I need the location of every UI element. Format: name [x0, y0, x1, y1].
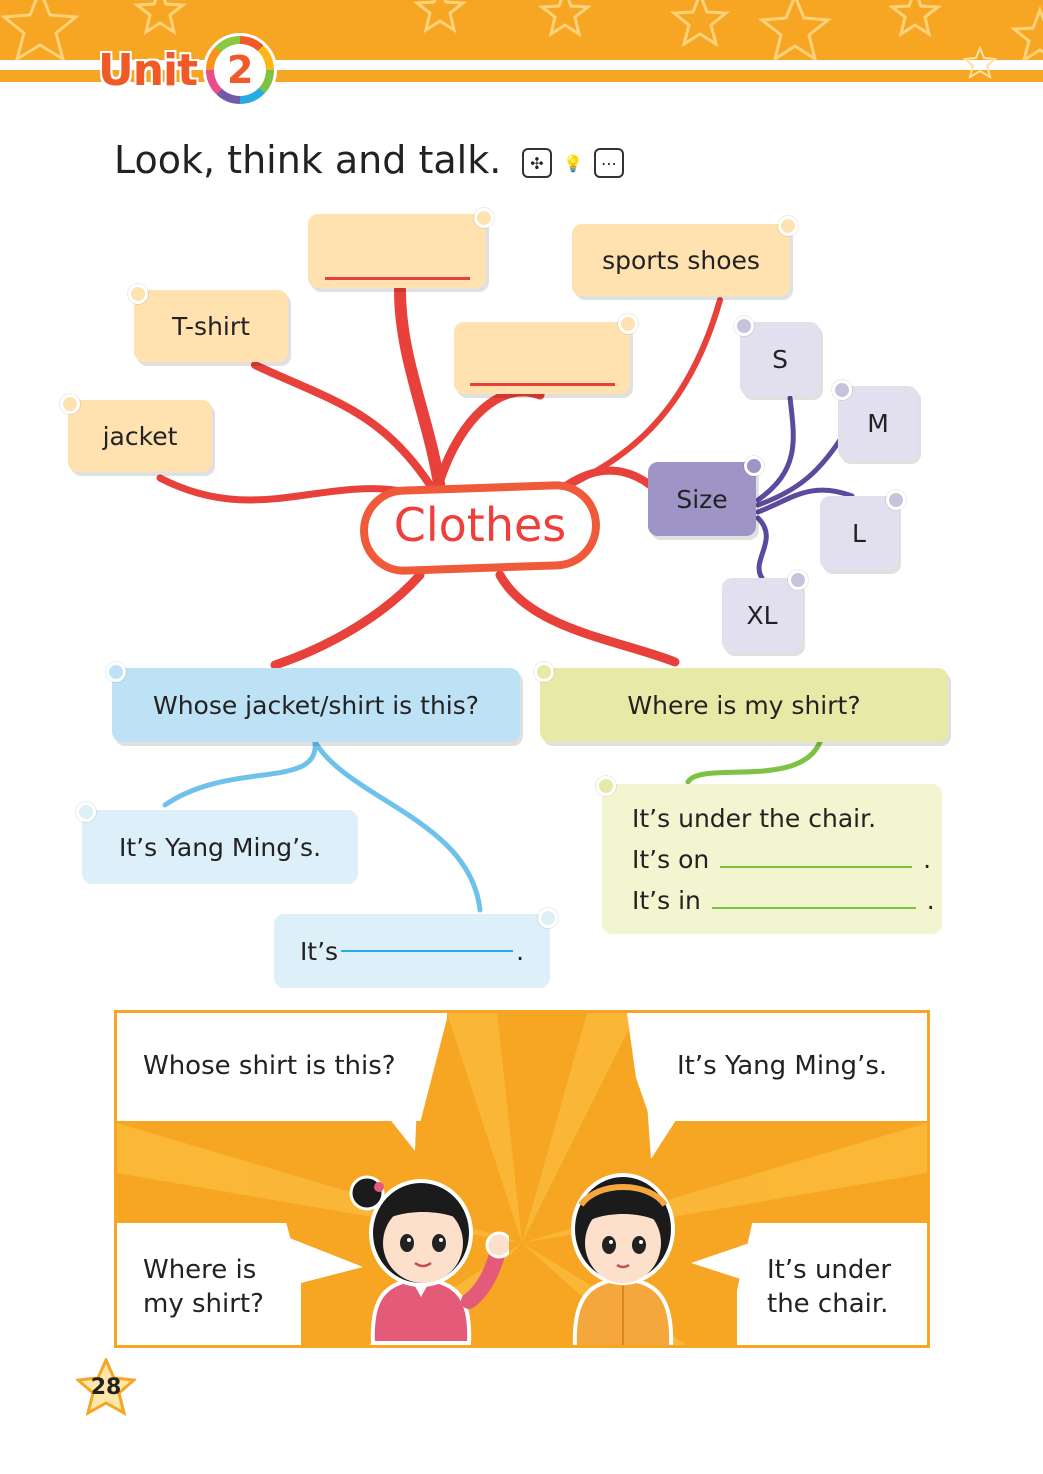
chat-icon: ⋯: [594, 148, 624, 178]
page-number: 28: [90, 1375, 122, 1400]
speech-bubble-a2: It’s under the chair.: [737, 1223, 927, 1345]
unit-label: Unit: [96, 43, 199, 97]
question-whose: Whose jacket/shirt is this?: [112, 668, 520, 742]
box-dot: [744, 456, 764, 476]
box-dot: [618, 314, 638, 334]
size-item-xl: XL: [722, 578, 802, 652]
a2-line2: the chair.: [767, 1289, 889, 1319]
box-dot: [128, 284, 148, 304]
answer-in-line[interactable]: It’s in .: [632, 886, 935, 915]
box-dot: [596, 776, 616, 796]
box-dot: [474, 208, 494, 228]
box-dot: [76, 802, 96, 822]
unit-number-circle: 2: [203, 33, 278, 107]
speech-bubble-a1: It’s Yang Ming’s.: [627, 1013, 927, 1121]
page-number-star: 28: [74, 1356, 138, 1418]
clothes-item-jacket: jacket: [68, 400, 212, 472]
size-item-l: L: [820, 496, 898, 570]
lightbulb-icon: 💡: [563, 153, 583, 173]
page-title: Look, think and talk.: [114, 138, 502, 182]
answers-location: It’s under the chair. It’s on . It’s in …: [602, 784, 942, 934]
unit-badge: Unit 2: [96, 33, 278, 107]
box-dot: [734, 316, 754, 336]
tshirt-label: T-shirt: [172, 311, 250, 341]
question-where: Where is my shirt?: [540, 668, 948, 742]
on-prefix: It’s on: [632, 844, 710, 874]
a1-text: It’s Yang Ming’s.: [677, 1051, 888, 1081]
bubble-tail: [377, 1103, 417, 1151]
box-dot: [106, 662, 126, 682]
box-dot: [778, 216, 798, 236]
size-l-label: L: [852, 518, 866, 548]
center-node-clothes: Clothes: [352, 474, 608, 584]
sentence-dot: .: [923, 844, 932, 874]
size-label: Size: [676, 484, 728, 514]
a2-text: It’s under the chair.: [767, 1253, 891, 1321]
clothes-item-tshirt: T-shirt: [134, 290, 288, 362]
question-whose-label: Whose jacket/shirt is this?: [152, 690, 480, 720]
q1-text: Whose shirt is this?: [143, 1051, 396, 1081]
answer-under-chair: It’s under the chair.: [632, 803, 877, 833]
size-item-m: M: [838, 386, 918, 460]
box-dot: [60, 394, 80, 414]
blank-line: [720, 865, 913, 868]
q2-line1: Where is: [143, 1255, 257, 1285]
answer-yang-ming-label: It’s Yang Ming’s.: [118, 832, 322, 862]
question-where-label: Where is my shirt?: [627, 690, 861, 720]
answer-yang-ming: It’s Yang Ming’s.: [82, 810, 358, 884]
answer-blank-owner[interactable]: It’s .: [274, 914, 550, 988]
jacket-label: jacket: [102, 421, 178, 451]
sentence-dot: .: [926, 885, 935, 915]
network-icon: ✣: [522, 148, 552, 178]
sports-shoes-label: sports shoes: [602, 245, 760, 275]
size-s-label: S: [772, 344, 788, 374]
in-prefix: It’s in: [632, 885, 701, 915]
its-prefix: It’s: [299, 936, 339, 966]
blank-box-top[interactable]: [308, 214, 486, 288]
size-item-s: S: [740, 322, 820, 396]
activity-icons: ✣ 💡 ⋯: [522, 148, 624, 178]
blank-line: [324, 277, 470, 280]
box-dot: [534, 662, 554, 682]
answer-on-line[interactable]: It’s on .: [632, 845, 931, 874]
q2-line2: my shirt?: [143, 1289, 264, 1319]
a2-line1: It’s under: [767, 1255, 892, 1285]
bubble-tail: [647, 1103, 687, 1159]
box-dot: [788, 570, 808, 590]
center-label: Clothes: [393, 498, 567, 552]
small-star-icon: [962, 45, 998, 80]
box-dot: [832, 380, 852, 400]
sentence-dot: .: [516, 936, 525, 966]
blank-line: [469, 383, 615, 386]
bubble-tail: [287, 1237, 363, 1283]
girl-orange-jacket-illustration: [571, 1173, 675, 1345]
size-xl-label: XL: [746, 600, 778, 630]
bubble-tail: [691, 1237, 767, 1283]
star-icon: [74, 1356, 138, 1416]
clothes-item-sports-shoes: sports shoes: [572, 224, 790, 296]
blank-line: [711, 906, 916, 909]
box-dot: [538, 908, 558, 928]
blank-box-middle[interactable]: [454, 322, 630, 394]
box-dot: [886, 490, 906, 510]
girl-pink-sweater-illustration: [349, 1175, 509, 1345]
header-stripe: [0, 60, 1043, 66]
blank-line: [341, 950, 514, 952]
dialogue-panel: Whose shirt is this? It’s Yang Ming’s. W…: [114, 1010, 930, 1348]
size-node: Size: [648, 462, 756, 536]
speech-bubble-q2: Where is my shirt?: [117, 1223, 301, 1345]
q2-text: Where is my shirt?: [143, 1253, 264, 1321]
unit-number: 2: [214, 44, 267, 96]
header-stars-decoration: [0, 0, 1043, 60]
size-m-label: M: [867, 408, 889, 438]
